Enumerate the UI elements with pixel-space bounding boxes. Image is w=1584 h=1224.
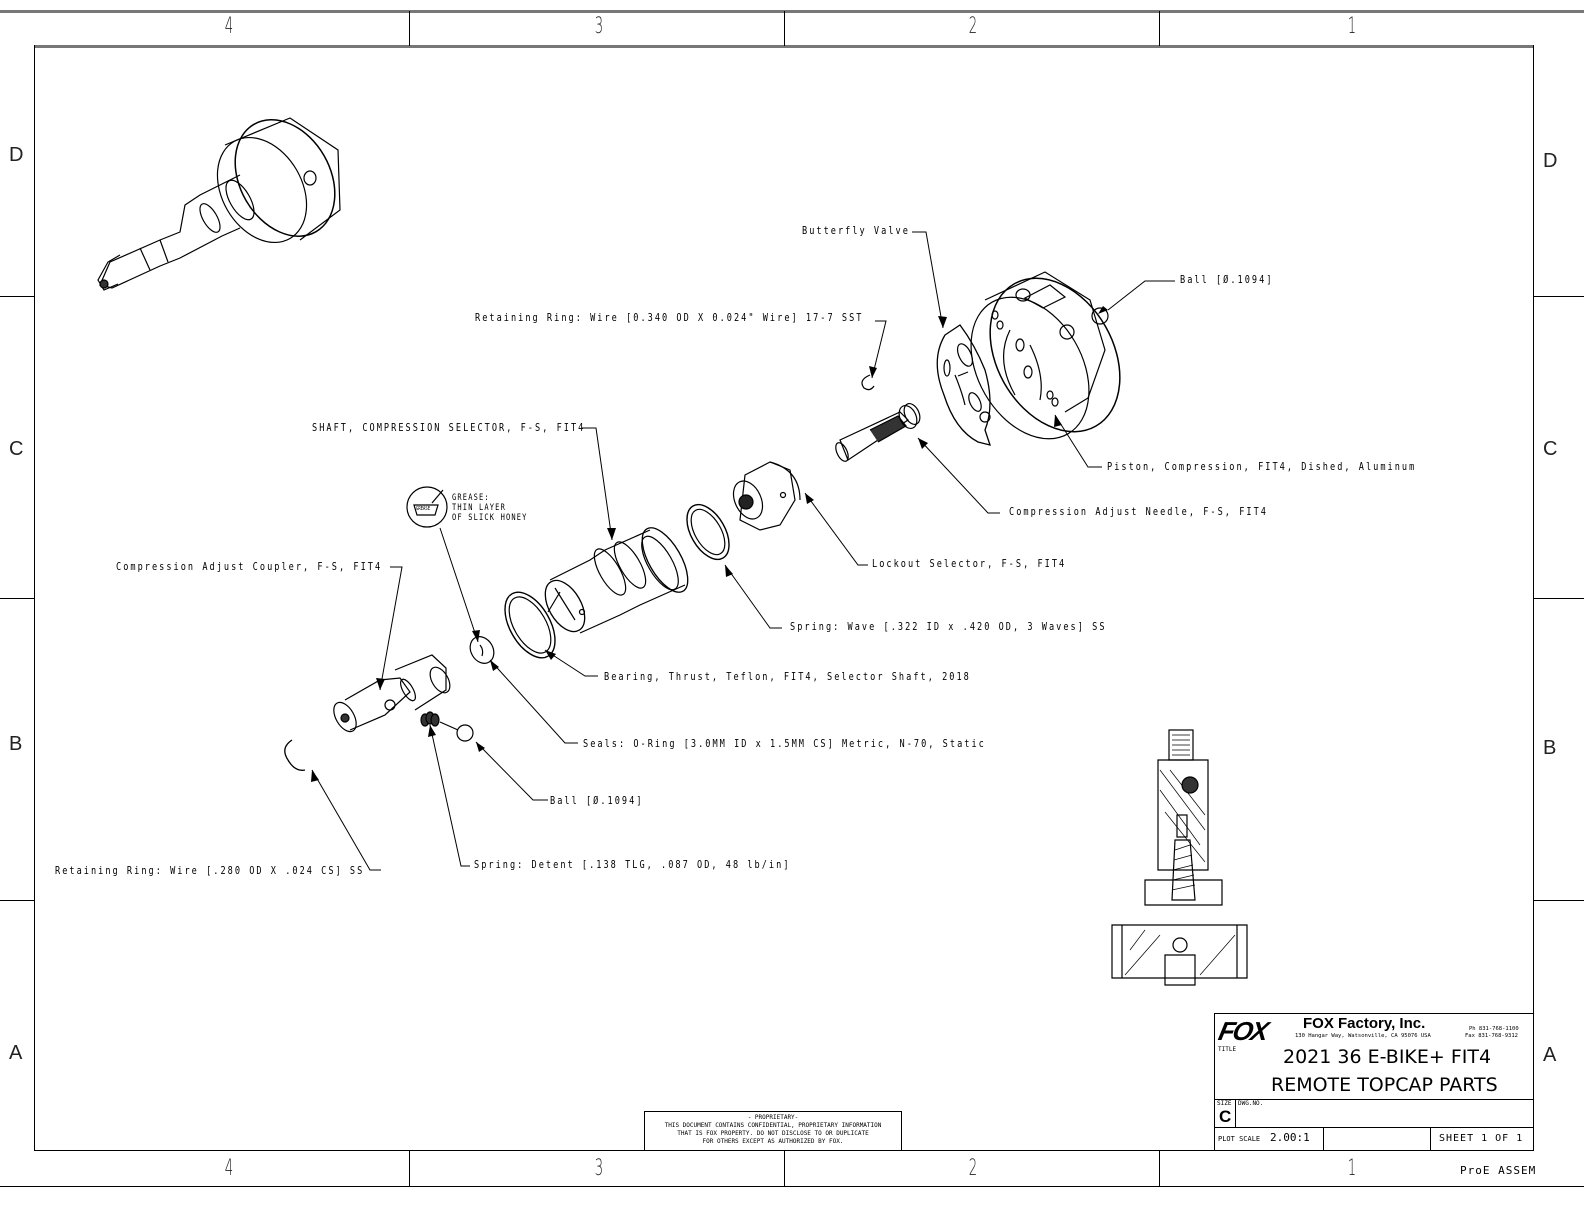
thrust-bearing-illustration — [504, 591, 556, 659]
grease-note-line3: OF SLICK HONEY — [452, 513, 528, 523]
zone-divider — [1534, 598, 1584, 599]
zone-label-col: 3 — [594, 14, 604, 39]
assembled-topcap-illustration — [97, 117, 341, 291]
title-block-divider — [1235, 1099, 1236, 1127]
zone-label-col: 4 — [224, 14, 234, 39]
title-block-divider — [1215, 1099, 1534, 1100]
zone-divider — [784, 11, 785, 46]
callout-ball-top: Ball [Ø.1094] — [1180, 273, 1274, 286]
title-block-divider — [1215, 1127, 1534, 1128]
retaining-ring-bottom-illustration — [284, 739, 306, 771]
zone-divider — [0, 296, 34, 297]
zone-divider — [784, 1151, 785, 1186]
section-view-illustration — [1111, 729, 1248, 986]
zone-divider — [0, 900, 34, 901]
callout-wave-spring: Spring: Wave [.322 ID x .420 OD, 3 Waves… — [790, 620, 1107, 633]
inner-border-top — [34, 45, 1534, 48]
size-label: SIZE — [1217, 1100, 1232, 1107]
size-value: C — [1219, 1107, 1232, 1126]
proprietary-line: FOR OTHERS EXCEPT AS AUTHORIZED BY FOX. — [702, 1138, 844, 1145]
shaft-selector-illustration — [544, 527, 689, 634]
drawing-title-line1: 2021 36 E-BIKE+ FIT4 — [1283, 1046, 1492, 1068]
lockout-selector-illustration — [732, 461, 801, 531]
fox-logo: FOX — [1215, 1016, 1270, 1046]
callout-coupler: Compression Adjust Coupler, F-S, FIT4 — [116, 560, 383, 573]
ball-bottom-illustration — [456, 724, 474, 742]
wave-spring-illustration — [686, 503, 730, 561]
callout-ball-bottom: Ball [Ø.1094] — [550, 794, 644, 807]
zone-divider — [409, 1151, 410, 1186]
proprietary-line: THAT IS FOX PROPERTY. DO NOT DISCLOSE TO… — [677, 1130, 869, 1137]
zone-divider — [1159, 1151, 1160, 1186]
callout-lockout-selector: Lockout Selector, F-S, FIT4 — [872, 557, 1067, 570]
zone-label-row: B — [9, 733, 23, 755]
outer-border-top — [0, 10, 1584, 13]
callout-thrust-bearing: Bearing, Thrust, Teflon, FIT4, Selector … — [604, 670, 971, 683]
grease-symbol — [406, 486, 448, 528]
callout-retaining-ring-top: Retaining Ring: Wire [0.340 OD X 0.024" … — [475, 311, 864, 324]
callout-o-ring: Seals: O-Ring [3.0MM ID x 1.5MM CS] Metr… — [583, 737, 986, 750]
butterfly-valve-illustration — [936, 324, 991, 446]
zone-divider — [1534, 296, 1584, 297]
zone-label-row: B — [1543, 737, 1557, 759]
grease-icon-label: GREASE — [416, 506, 431, 512]
drawing-title-line2: REMOTE TOPCAP PARTS — [1271, 1074, 1498, 1096]
callout-shaft-selector: SHAFT, COMPRESSION SELECTOR, F-S, FIT4 — [312, 421, 586, 434]
callout-needle: Compression Adjust Needle, F-S, FIT4 — [1009, 505, 1268, 518]
zone-divider — [1534, 900, 1584, 901]
grease-note-line2: THIN LAYER — [452, 503, 506, 513]
callout-retaining-ring-bottom: Retaining Ring: Wire [.280 OD X .024 CS]… — [55, 864, 365, 877]
company-address: 130 Hangar Way, Watsonville, CA 95076 US… — [1295, 1033, 1431, 1039]
plot-scale-value: 2.00:1 — [1270, 1131, 1310, 1144]
proe-footer: ProE ASSEM — [1460, 1164, 1537, 1177]
inner-border-right — [1533, 45, 1534, 1151]
dwg-no-label: DWG.NO. — [1238, 1100, 1264, 1107]
detent-spring-illustration — [420, 711, 440, 727]
proprietary-line: THIS DOCUMENT CONTAINS CONFIDENTIAL, PRO… — [664, 1122, 882, 1129]
ball-top-illustration — [1091, 307, 1109, 325]
zone-label-row: A — [9, 1042, 23, 1064]
zone-label-col: 1 — [1347, 1156, 1357, 1181]
zone-label-col: 4 — [224, 1156, 234, 1181]
sheet-number: SHEET 1 OF 1 — [1439, 1133, 1524, 1144]
company-fax: Fax 831-768-9312 — [1465, 1033, 1518, 1039]
zone-label-col: 1 — [1347, 14, 1357, 39]
zone-divider — [0, 598, 34, 599]
zone-label-row: C — [9, 438, 24, 460]
zone-label-row: A — [1543, 1044, 1557, 1066]
zone-label-row: D — [1543, 150, 1558, 172]
inner-border-left — [34, 45, 35, 1151]
coupler-illustration — [333, 654, 451, 733]
retaining-ring-top-illustration — [861, 374, 875, 391]
zone-label-row: C — [1543, 438, 1558, 460]
plot-scale-label: PLOT SCALE — [1218, 1135, 1261, 1143]
zone-divider — [1159, 11, 1160, 46]
title-block-divider — [1323, 1127, 1324, 1151]
company-phone: Ph 831-768-1100 — [1469, 1026, 1519, 1032]
leader-lines — [311, 231, 1175, 871]
compression-needle-illustration — [835, 403, 921, 462]
o-ring-illustration — [469, 636, 495, 664]
title-block-divider — [1430, 1127, 1431, 1151]
zone-label-col: 2 — [968, 14, 978, 39]
title-block: FOX FOX Factory, Inc. 130 Hangar Way, Wa… — [1214, 1013, 1534, 1151]
piston-compression-illustration — [970, 271, 1121, 440]
callout-detent-spring: Spring: Detent [.138 TLG, .087 OD, 48 lb… — [474, 858, 791, 871]
zone-label-col: 3 — [594, 1156, 604, 1181]
proprietary-notice: - PROPRIETARY- THIS DOCUMENT CONTAINS CO… — [644, 1111, 902, 1151]
company-name: FOX Factory, Inc. — [1303, 1015, 1426, 1032]
zone-label-row: D — [9, 144, 24, 166]
proprietary-line: - PROPRIETARY- — [747, 1114, 799, 1121]
zone-label-col: 2 — [968, 1156, 978, 1181]
grease-note-title: GREASE: — [452, 493, 490, 503]
outer-border-bottom — [0, 1186, 1584, 1187]
zone-divider — [409, 11, 410, 46]
callout-butterfly-valve: Butterfly Valve — [802, 224, 910, 237]
title-label: TITLE — [1218, 1046, 1237, 1053]
callout-piston: Piston, Compression, FIT4, Dished, Alumi… — [1107, 460, 1417, 473]
